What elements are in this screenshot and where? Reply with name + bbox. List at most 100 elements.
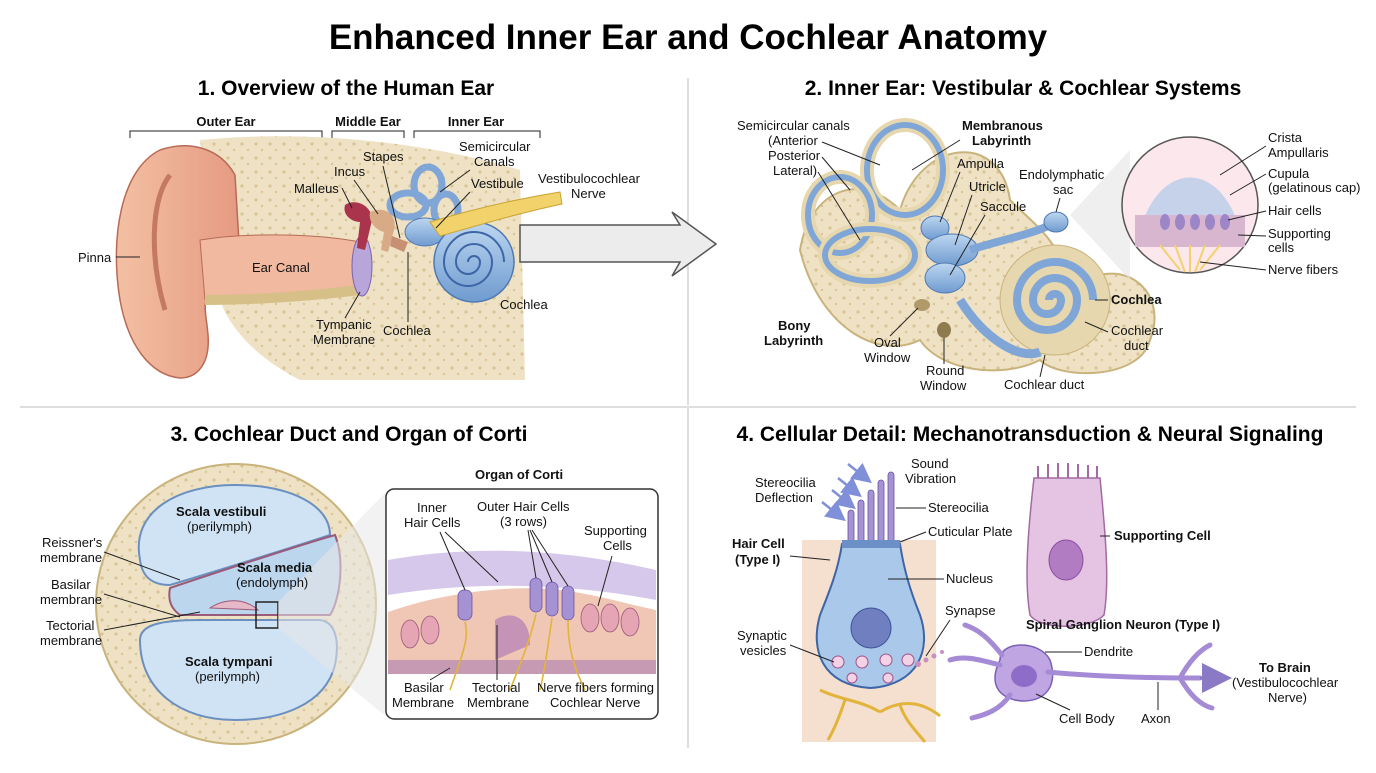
label-synaptic-vesicles-2: vesicles — [740, 643, 787, 658]
p1-labels: Pinna Ear Canal Malleus Incus Stapes Sem… — [78, 139, 641, 347]
panel-4-title: 4. Cellular Detail: Mechanotransduction … — [737, 423, 1324, 446]
label-nerve-fibers-p3-1: Nerve fibers forming — [537, 680, 654, 695]
afferent-nerve-endings — [819, 688, 941, 743]
label-to-brain-2: (Vestibulocochlear — [1232, 675, 1339, 690]
label-hair-cells-p2: Hair cells — [1268, 203, 1322, 218]
region-outer-ear: Outer Ear — [196, 114, 255, 129]
label-cochlea-right: Cochlea — [500, 297, 548, 312]
label-nerve-fibers-p3-2: Cochlear Nerve — [550, 695, 640, 710]
label-round-2: Window — [920, 378, 967, 393]
label-vestibulocochlear-2: Nerve — [571, 186, 606, 201]
label-scala-vestibuli-2: (perilymph) — [187, 519, 252, 534]
label-semicircular-1: Semicircular — [459, 139, 531, 154]
label-ampulla: Ampulla — [957, 156, 1005, 171]
label-sound-2: Vibration — [905, 471, 956, 486]
label-inner-hair-2: Hair Cells — [404, 515, 461, 530]
label-cochlear-duct-bottom: Cochlear duct — [1004, 377, 1085, 392]
pinna-fold — [151, 173, 173, 311]
synaptic-vesicles-group — [831, 653, 915, 684]
label-supporting-p2-1: Supporting — [1268, 226, 1331, 241]
label-saccule: Saccule — [980, 199, 1026, 214]
synapse-dots — [915, 650, 944, 667]
label-oval-2: Window — [864, 350, 911, 365]
label-semicircular-canals-4: Lateral) — [773, 163, 817, 178]
label-incus: Incus — [334, 164, 366, 179]
label-vestibule: Vestibule — [471, 176, 524, 191]
label-synaptic-vesicles-1: Synaptic — [737, 628, 787, 643]
semicircular-canals-p2 — [801, 118, 950, 288]
incus-shape — [369, 209, 395, 252]
panel-transition-arrow — [519, 211, 718, 277]
p3-labels: Scala vestibuli (perilymph) Scala media … — [40, 504, 313, 684]
label-semicircular-canals-3: Posterior — [768, 148, 821, 163]
label-scala-media-2: (endolymph) — [236, 575, 308, 590]
label-utricle: Utricle — [969, 179, 1006, 194]
label-scala-media-1: Scala media — [237, 560, 313, 575]
label-supporting-cell: Supporting Cell — [1114, 528, 1211, 543]
pinna-shape — [115, 145, 241, 379]
label-tympanic-2: Membrane — [313, 332, 375, 347]
scala-tympani-shape — [138, 619, 338, 722]
label-tectorial-left-2: membrane — [40, 633, 102, 648]
label-sound-1: Sound — [911, 456, 949, 471]
label-tectorial-inset-2: Membrane — [467, 695, 529, 710]
label-axon: Axon — [1141, 711, 1171, 726]
label-pinna: Pinna — [78, 250, 112, 265]
label-membranous-2: Labyrinth — [972, 133, 1031, 148]
endolymphatic-sac-shape — [1043, 211, 1069, 233]
cochlear-cross-section — [95, 463, 388, 745]
label-scala-vestibuli-1: Scala vestibuli — [176, 504, 266, 519]
label-tympanic-1: Tympanic — [316, 317, 372, 332]
p4-labels: Sound Vibration Stereocilia Deflection S… — [732, 456, 1339, 726]
label-dendrite: Dendrite — [1084, 644, 1133, 659]
zoom-wedge — [278, 490, 388, 718]
saccule-shape — [924, 262, 966, 294]
sound-arrows — [821, 462, 872, 522]
label-cupula-2: (gelatinous cap) — [1268, 180, 1361, 195]
label-endolymphatic-2: sac — [1053, 182, 1074, 197]
label-scala-tympani-1: Scala tympani — [185, 654, 272, 669]
label-nerve-fibers-p2: Nerve fibers — [1268, 262, 1339, 277]
label-cochlea-p2: Cochlea — [1111, 292, 1162, 307]
organ-corti-small — [208, 600, 260, 611]
label-hair-cell-2: (Type I) — [735, 552, 780, 567]
label-basilar-inset-2: Membrane — [392, 695, 454, 710]
nucleus-shape — [850, 607, 892, 649]
panel-1-ear-overview: 1. Overview of the Human Ear Outer Ear M… — [78, 77, 641, 380]
cuticular-plate-shape — [842, 540, 900, 548]
stereocilia-bundle — [847, 471, 895, 545]
endolymphatic-duct — [968, 221, 1052, 254]
scala-vestibuli-shape — [137, 483, 332, 587]
region-brackets: Outer Ear Middle Ear Inner Ear — [129, 114, 541, 138]
panel-2-inner-ear: 2. Inner Ear: Vestibular & Cochlear Syst… — [737, 77, 1361, 393]
panel-3-title: 3. Cochlear Duct and Organ of Corti — [170, 423, 527, 446]
label-scala-tympani-2: (perilymph) — [195, 669, 260, 684]
label-stapes: Stapes — [363, 149, 404, 164]
label-nucleus: Nucleus — [946, 571, 993, 586]
panel-2-title: 2. Inner Ear: Vestibular & Cochlear Syst… — [805, 77, 1242, 100]
label-cochlear-duct-right-1: Cochlear — [1111, 323, 1164, 338]
label-tectorial-left-1: Tectorial — [46, 618, 95, 633]
spiral-ganglion-neuron-shape — [947, 622, 1232, 721]
panel-4-cellular-detail: 4. Cellular Detail: Mechanotransduction … — [732, 423, 1339, 743]
p2-labels: Semicircular canals (Anterior Posterior … — [737, 118, 1361, 393]
label-crista-1: Crista — [1268, 130, 1303, 145]
label-outer-hair-1: Outer Hair Cells — [477, 499, 570, 514]
label-cuticular: Cuticular Plate — [928, 524, 1013, 539]
label-reissner-2: membrane — [40, 550, 102, 565]
label-stereocilia-deflection-1: Stereocilia — [755, 475, 816, 490]
panel-3-cochlear-duct: 3. Cochlear Duct and Organ of Corti — [40, 423, 659, 745]
stapes-shape — [390, 236, 408, 252]
round-window-shape — [937, 322, 951, 338]
region-inner-ear: Inner Ear — [448, 114, 504, 129]
label-round-1: Round — [926, 363, 964, 378]
canal-wall — [204, 285, 361, 305]
label-cell-body: Cell Body — [1059, 711, 1115, 726]
label-malleus: Malleus — [294, 181, 339, 196]
panel-1-title: 1. Overview of the Human Ear — [198, 77, 494, 100]
label-spiral-ganglion: Spiral Ganglion Neuron (Type I) — [1026, 617, 1220, 632]
label-synapse: Synapse — [945, 603, 996, 618]
label-cupula-1: Cupula — [1268, 166, 1310, 181]
